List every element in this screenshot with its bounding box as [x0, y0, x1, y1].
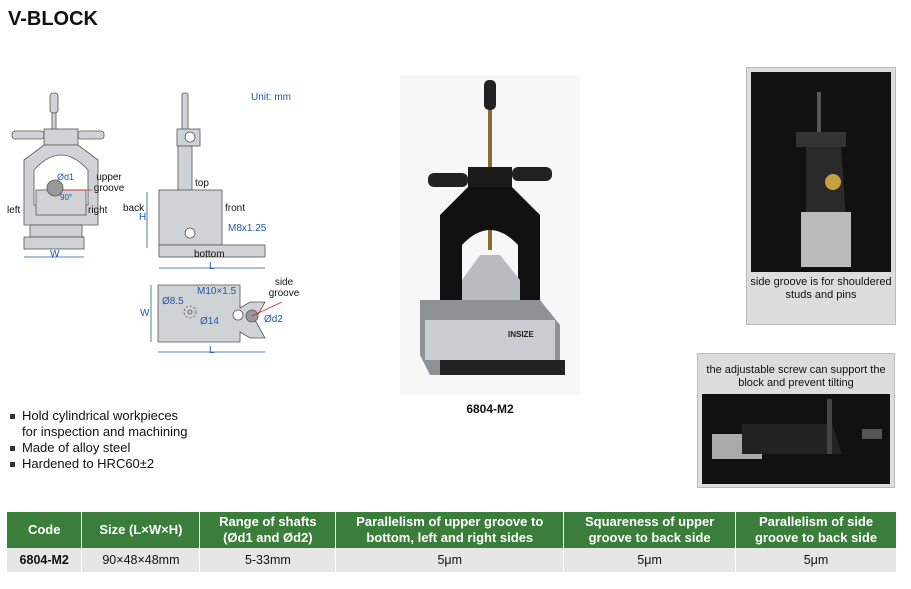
header-squareness: Squareness of upper groove to back side — [563, 512, 737, 548]
adjustable-screw-caption: the adjustable screw can support the blo… — [706, 364, 886, 389]
side-groove-image — [751, 72, 891, 272]
header-size: Size (L×W×H) — [81, 512, 201, 548]
side-groove-photo: side groove is for shouldered studs and … — [746, 67, 896, 325]
feature-item: Made of alloy steel — [10, 440, 188, 456]
header-parallelism-upper: Parallelism of upper groove to bottom, l… — [335, 512, 565, 548]
bottom-label: bottom — [194, 249, 225, 260]
adjustable-screw-image — [702, 394, 890, 484]
h-dim-label: H — [139, 212, 147, 223]
l-dim-label-2: L — [209, 345, 215, 356]
w-dim-label-2: W — [140, 308, 150, 319]
feature-item: Hardened to HRC60±2 — [10, 456, 188, 472]
feature-list: Hold cylindrical workpieces for inspecti… — [10, 408, 188, 472]
hole-14-label: Ø14 — [200, 316, 219, 327]
cell-range: 5-33mm — [199, 548, 337, 572]
feature-item: Hold cylindrical workpieces — [10, 408, 188, 424]
angle-label: 90° — [60, 193, 73, 202]
adjustable-screw-photo: the adjustable screw can support the blo… — [697, 353, 895, 488]
thread-m10-label: M10×1.5 — [197, 286, 237, 297]
brand-logo: INSIZE — [508, 330, 534, 339]
technical-drawing — [11, 92, 283, 353]
product-photo: INSIZE — [400, 75, 580, 395]
w-dim-label: W — [50, 249, 60, 260]
cell-code: 6804-M2 — [7, 548, 83, 572]
hole-8-5-label: Ø8.5 — [162, 296, 184, 307]
product-code-caption: 6804-M2 — [466, 402, 514, 416]
cell-parallelism-side: 5μm — [735, 548, 897, 572]
header-parallelism-side: Parallelism of side groove to back side — [735, 512, 897, 548]
back-label: back — [123, 203, 145, 214]
side-groove-label: side groove — [268, 277, 300, 299]
side-groove-caption: side groove is for shouldered studs and … — [750, 276, 892, 301]
right-label: right — [88, 205, 108, 216]
cell-squareness: 5μm — [563, 548, 737, 572]
upper-groove-label: upper groove — [93, 172, 125, 194]
l-dim-label: L — [209, 261, 215, 272]
cell-size: 90×48×48mm — [81, 548, 201, 572]
feature-item: for inspection and machining — [22, 424, 188, 439]
header-range: Range of shafts (Ød1 and Ød2) — [199, 512, 337, 548]
thread-m8-label: M8x1.25 — [228, 223, 267, 234]
front-label: front — [225, 203, 246, 214]
table-row: 6804-M2 90×48×48mm 5-33mm 5μm 5μm 5μm — [7, 548, 897, 572]
header-code: Code — [7, 512, 83, 548]
cell-parallelism-upper: 5μm — [335, 548, 565, 572]
left-label: left — [7, 205, 21, 216]
top-label: top — [195, 178, 209, 189]
d1-label: Ød1 — [57, 172, 75, 182]
spec-table: Code Size (L×W×H) Range of shafts (Ød1 a… — [7, 512, 897, 572]
d2-label: Ød2 — [264, 314, 283, 325]
unit-label: Unit: mm — [251, 92, 291, 103]
page-title: V-BLOCK — [8, 8, 98, 30]
